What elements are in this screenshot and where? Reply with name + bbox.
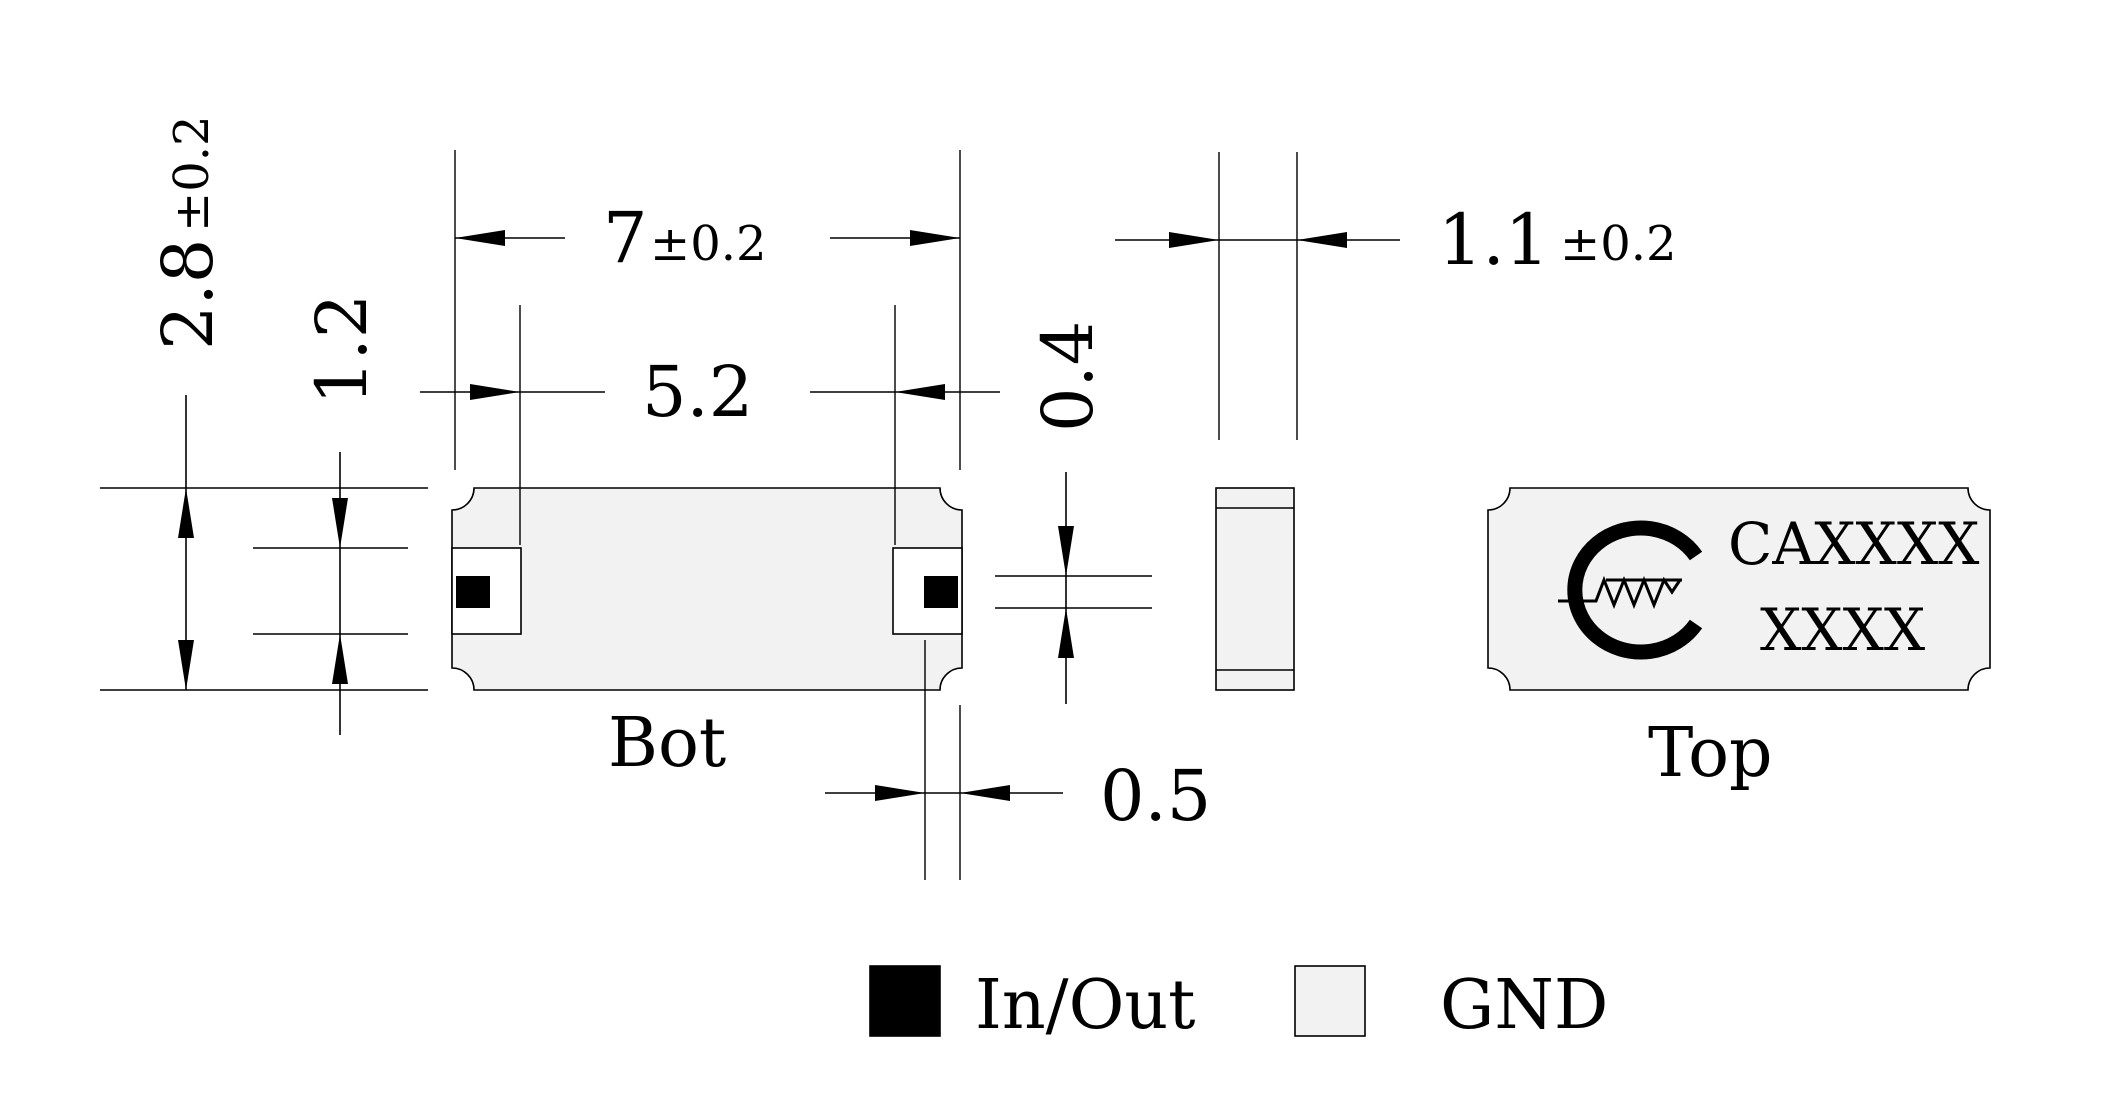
dim-thickness: 1.1 ±0.2 <box>1115 152 1677 440</box>
dim-pad-pitch: 1.2 <box>253 294 408 735</box>
dim-width: 2.8 ±0.2 <box>100 115 428 691</box>
thickness-tolerance: ±0.2 <box>1560 216 1677 272</box>
left-in-out-pad <box>456 576 490 608</box>
bottom-view <box>451 487 963 691</box>
cmw-logo-icon <box>1558 520 1703 660</box>
pad-span-value: 5.2 <box>642 351 753 433</box>
dim-length: 7 ±0.2 <box>454 150 961 470</box>
marking-line-1: CAXXXX <box>1728 510 1980 578</box>
legend-in-out-label: In/Out <box>975 966 1195 1045</box>
bottom-body-outline <box>451 487 963 691</box>
thickness-value: 1.1 <box>1438 199 1549 281</box>
top-view-label: Top <box>1648 714 1773 793</box>
marking-line-2: XXXX <box>1760 596 1926 664</box>
width-value: 2.8 <box>147 239 229 350</box>
legend: In/Out GND <box>869 965 1608 1045</box>
length-value: 7 <box>603 197 648 279</box>
bottom-view-label: Bot <box>608 704 726 783</box>
side-view <box>1215 487 1295 691</box>
right-in-out-pad <box>924 576 958 608</box>
dim-pad-length: 0.5 <box>825 640 1211 880</box>
pad-length-value: 0.5 <box>1100 755 1211 837</box>
pad-pitch-value: 1.2 <box>301 294 383 405</box>
side-body <box>1215 487 1295 691</box>
length-tolerance: ±0.2 <box>650 216 767 272</box>
width-tolerance: ±0.2 <box>164 115 220 232</box>
top-view: CAXXXX XXXX <box>1487 487 1991 691</box>
legend-gnd-swatch <box>1294 965 1366 1037</box>
legend-in-out-swatch <box>869 965 941 1037</box>
dim-pad-span: 5.2 <box>420 305 1000 545</box>
dim-pad-width: 0.4 <box>995 321 1152 704</box>
legend-gnd-label: GND <box>1440 966 1608 1045</box>
pad-width-value: 0.4 <box>1027 321 1109 432</box>
